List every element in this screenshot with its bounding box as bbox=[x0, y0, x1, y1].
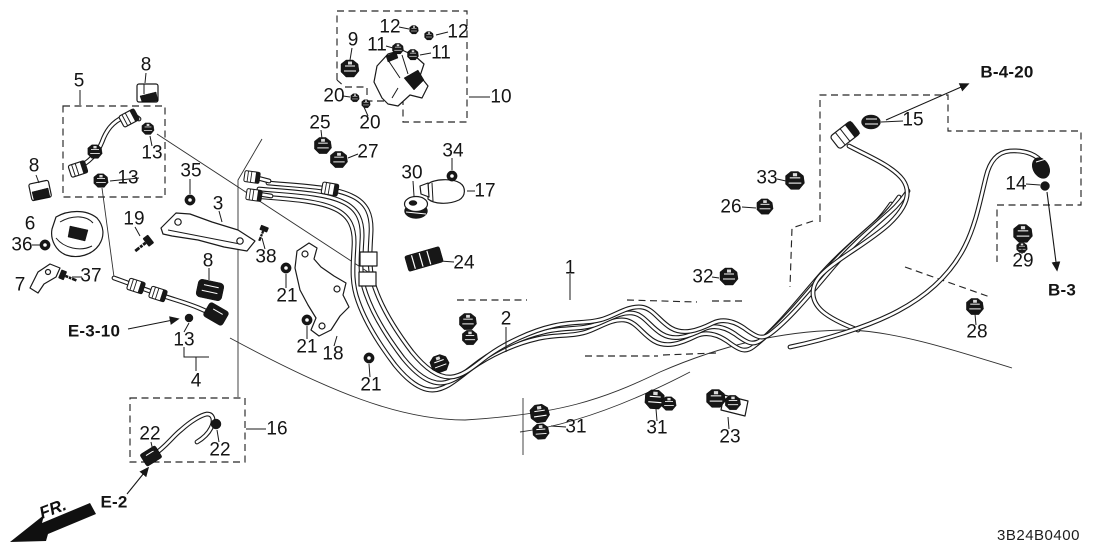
grommet-14 bbox=[1040, 181, 1050, 191]
valve-17 bbox=[419, 179, 465, 204]
group-boxes bbox=[62, 10, 1082, 463]
clips bbox=[313, 25, 1033, 441]
protector-24 bbox=[404, 246, 444, 272]
fr-direction-arrow: FR. bbox=[10, 495, 96, 542]
hose-elbow-fitting bbox=[830, 120, 861, 149]
fitting-8b bbox=[28, 179, 52, 202]
fitting-8a bbox=[136, 83, 159, 103]
pipe-assembly-4 bbox=[114, 278, 229, 326]
leader-lines bbox=[32, 26, 1041, 452]
grommet-30 bbox=[403, 195, 429, 219]
hose-assembly-16 bbox=[140, 414, 222, 467]
fasteners bbox=[28, 83, 458, 364]
feed-hose bbox=[813, 114, 907, 330]
fuel-pipe-bundle bbox=[243, 169, 908, 390]
pipe-assembly-5 bbox=[67, 107, 155, 188]
construction-lines bbox=[101, 133, 1013, 455]
bracket-18 bbox=[294, 242, 350, 337]
joint-boot-8 bbox=[195, 279, 225, 301]
return-hose bbox=[790, 151, 1050, 347]
drawing-code: 3B24B0400 bbox=[997, 527, 1080, 544]
clamp-22 bbox=[210, 418, 222, 430]
bracket-3 bbox=[160, 212, 256, 252]
grommet-13 bbox=[184, 313, 194, 323]
bracket-6 bbox=[51, 210, 104, 258]
bracket-7 bbox=[29, 263, 61, 294]
bracket-10 bbox=[373, 49, 429, 107]
reference-arrows bbox=[126, 83, 1061, 495]
